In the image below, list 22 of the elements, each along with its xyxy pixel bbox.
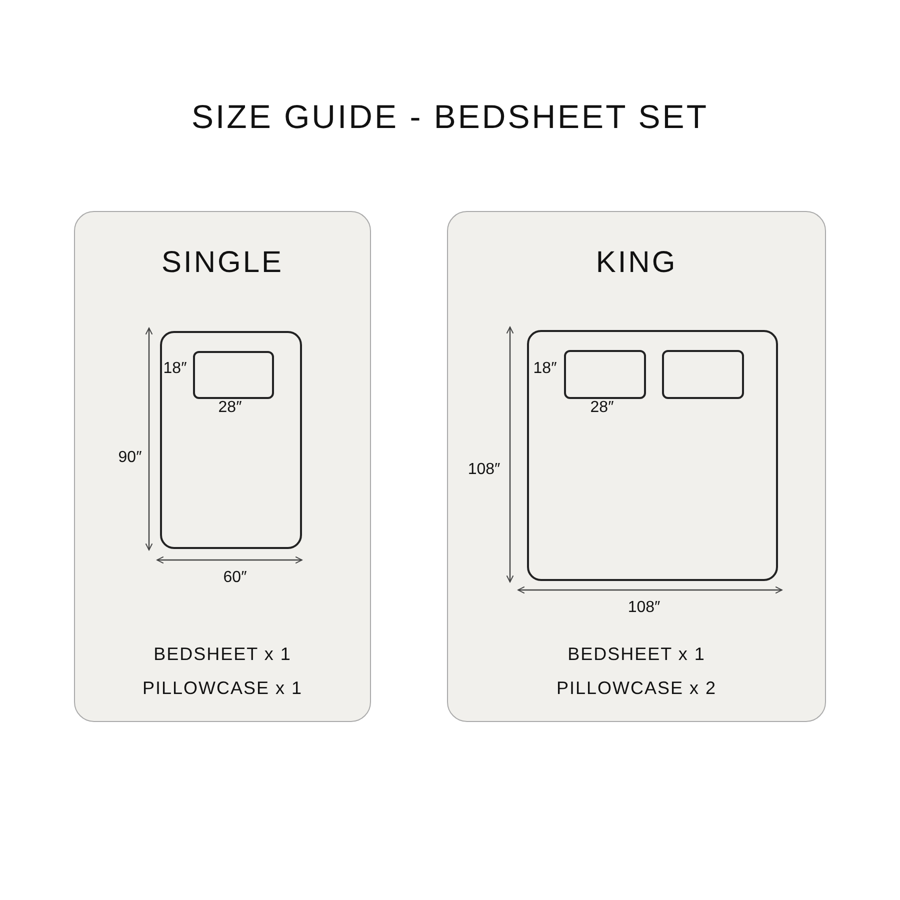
dimension-label: 90″	[118, 449, 142, 467]
dimension-label: 18″	[533, 360, 557, 378]
bed-outline	[160, 331, 302, 549]
contents-line: PILLOWCASE x 1	[141, 678, 304, 699]
dimension-label: 28″	[218, 399, 242, 417]
page-title: SIZE GUIDE - BEDSHEET SET	[190, 98, 710, 136]
size-heading: SINGLE	[160, 246, 285, 280]
dimension-label: 18″	[163, 360, 187, 378]
bed-outline	[527, 330, 778, 581]
size-heading: KING	[594, 246, 678, 280]
dimension-label: 28″	[590, 399, 614, 417]
size-card	[74, 211, 371, 722]
pillow-outline	[564, 350, 646, 399]
dimension-label: 108″	[468, 461, 500, 479]
dimension-label: 108″	[628, 599, 660, 617]
contents-line: BEDSHEET x 1	[566, 644, 706, 665]
contents-line: BEDSHEET x 1	[152, 644, 292, 665]
pillow-outline	[662, 350, 744, 399]
pillow-outline	[193, 351, 274, 399]
contents-line: PILLOWCASE x 2	[555, 678, 718, 699]
dimension-label: 60″	[223, 569, 247, 587]
size-card	[447, 211, 826, 722]
